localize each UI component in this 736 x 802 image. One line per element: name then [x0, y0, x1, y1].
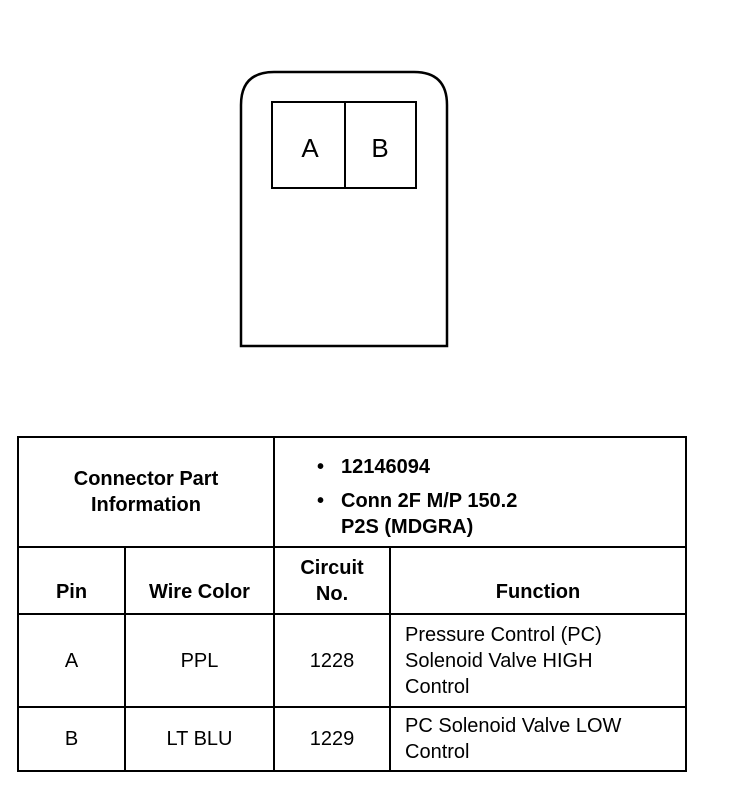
connector-diagram: A B: [239, 70, 449, 348]
part-info-item: • 12146094: [317, 456, 430, 478]
pin-label-a: A: [301, 133, 319, 163]
pin-cavity-b: [344, 101, 417, 189]
cell-circuit: 1229: [273, 706, 392, 772]
col-header-circuit: Circuit No.: [273, 546, 392, 615]
cell-circuit: 1228: [273, 613, 392, 708]
cell-function: Pressure Control (PC) Solenoid Valve HIG…: [389, 613, 688, 708]
col-header-pin: Pin: [17, 546, 126, 615]
part-info-label: Connector Part Information: [16, 436, 276, 548]
part-info-item-continuation: P2S (MDGRA): [341, 516, 474, 538]
part-info-item: • Conn 2F M/P 150.2: [317, 490, 518, 512]
part-info-list: • 12146094 • Conn 2F M/P 150.2 P2S (MDGR…: [273, 436, 688, 548]
table-row: B LT BLU 1229 PC Solenoid Valve LOW Cont…: [17, 706, 688, 772]
connector-table: Connector Part Information • 12146094 • …: [16, 436, 688, 772]
col-header-function: Function: [389, 546, 688, 615]
cell-pin: A: [17, 613, 126, 708]
part-info-row: Connector Part Information • 12146094 • …: [16, 436, 688, 548]
cell-function: PC Solenoid Valve LOW Control: [389, 706, 688, 772]
column-header-row: Pin Wire Color Circuit No. Function: [17, 546, 688, 615]
bullet-icon: •: [317, 490, 325, 512]
cell-wire-color: LT BLU: [123, 706, 276, 772]
col-header-wire-color: Wire Color: [123, 546, 276, 615]
pin-label-b: B: [371, 133, 388, 163]
table-row: A PPL 1228 Pressure Control (PC) Solenoi…: [17, 613, 688, 708]
bullet-icon: •: [317, 456, 325, 478]
cell-pin: B: [17, 706, 126, 772]
cell-wire-color: PPL: [123, 613, 276, 708]
